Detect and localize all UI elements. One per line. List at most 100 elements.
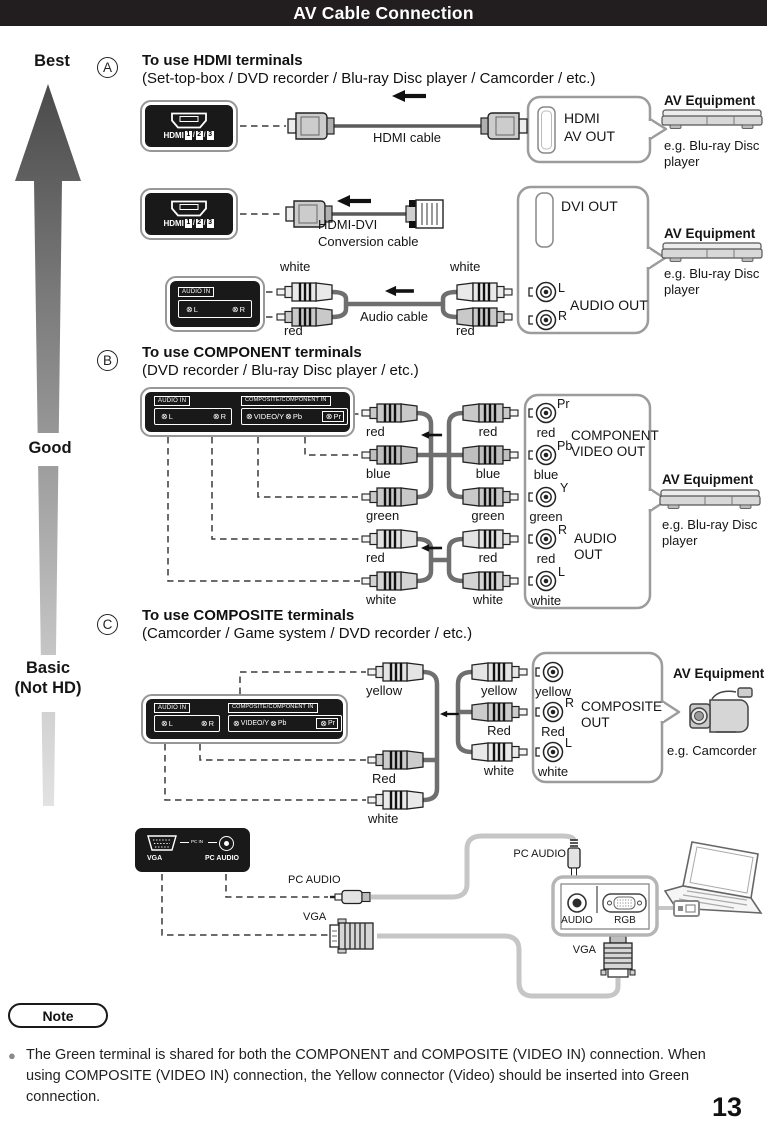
quality-arrow — [0, 84, 105, 806]
pc-audio-plug-label: PC AUDIO — [513, 848, 566, 860]
note-badge: Note — [8, 1003, 108, 1028]
pb-jack-label: Pb — [292, 412, 303, 421]
dvi-plug — [405, 199, 444, 229]
av-equipment-title: AV Equipment — [664, 93, 756, 108]
jack-color-label: Red — [541, 724, 565, 739]
circle-x-icon: ⊗ — [161, 412, 168, 421]
device-boxes — [516, 95, 681, 784]
pc-audio-cable-label: PC AUDIO — [288, 874, 341, 886]
circle-x-icon: ⊗ — [161, 719, 168, 728]
jack-letter-r: R — [558, 309, 568, 323]
jack-color-label: red — [536, 425, 556, 440]
pb-jack-label: Pb — [277, 720, 287, 727]
equipment-example: e.g. Blu-ray Disc — [664, 138, 760, 153]
section-c-letter: C — [97, 614, 118, 635]
quality-basic-label: Basic — [25, 659, 71, 677]
cable-color-label: red — [284, 323, 303, 338]
cable-color-label: white — [472, 592, 504, 607]
circle-x-icon: ⊗ — [320, 719, 327, 728]
jack-letter: Y — [560, 481, 569, 495]
cable-color-label: red — [478, 550, 498, 565]
tv-component-panel: AUDIO IN ⊗L ⊗R COMPOSITE/COMPONENT IN ⊗V… — [140, 387, 355, 437]
section-a-subheading: (Set-top-box / DVD recorder / Blu-ray Di… — [142, 70, 596, 87]
audio-in-l-jack: ⊗L — [161, 719, 173, 728]
composite-component-in-title: COMPOSITE/COMPONENT IN — [228, 703, 318, 713]
circle-x-icon: ⊗ — [246, 412, 253, 421]
hdmi-av-out-line2: AV OUT — [564, 128, 616, 144]
component-video-out-line2: VIDEO OUT — [571, 444, 646, 459]
cable-color-label: white — [280, 259, 311, 274]
audio-in-r-jack: ⊗R — [212, 412, 226, 421]
audio-out-line1: AUDIO — [574, 531, 617, 546]
cable-color-label: yellow — [366, 683, 403, 698]
cable-color-label: Red — [372, 771, 396, 786]
section-b-letter: B — [97, 350, 118, 371]
quality-basic-nothd-label: (Not HD) — [14, 679, 82, 697]
circle-x-icon: ⊗ — [186, 304, 193, 314]
jack-color-label: white — [537, 764, 569, 779]
equipment-example: player — [662, 533, 698, 548]
audio-in-r-jack: ⊗R — [200, 719, 214, 728]
section-b-heading: To use COMPONENT terminals — [142, 344, 362, 361]
vga-cable-label: VGA — [303, 911, 327, 923]
jack-color-label: yellow — [534, 684, 572, 699]
composite-component-in-title: COMPOSITE/COMPONENT IN — [241, 396, 331, 406]
audio-port-label: AUDIO — [561, 915, 593, 926]
circle-x-icon: ⊗ — [285, 412, 292, 421]
dvi-out-label: DVI OUT — [561, 198, 618, 214]
jack-color-label: blue — [533, 467, 559, 482]
hdmi-port-icon — [171, 200, 207, 217]
audio-in-l-jack: ⊗L — [186, 304, 198, 314]
video-y-jack-label: VIDEO/Y — [253, 412, 285, 421]
pc-audio-jack-icon — [219, 836, 234, 851]
jack-letter: Pr — [557, 397, 570, 411]
audio-rgb-box — [551, 875, 659, 937]
audio-out-line2: OUT — [574, 547, 603, 562]
cable-color-label: red — [366, 550, 385, 565]
hdmi-av-out-line1: HDMI — [564, 110, 600, 126]
jack-letter: L — [565, 736, 572, 750]
video-y-jack-label: VIDEO/Y — [240, 720, 270, 727]
pc-audio-plug-vertical — [567, 839, 581, 877]
equipment-example: e.g. Camcorder — [667, 743, 757, 758]
page-number: 13 — [712, 1092, 743, 1122]
audio-in-r-jack: ⊗R — [231, 304, 245, 314]
jack-color-label: red — [536, 551, 556, 566]
equipment-example: e.g. Blu-ray Disc — [662, 517, 758, 532]
composite-cables — [422, 669, 473, 803]
laptop-graphic — [664, 841, 762, 917]
audio-cable — [331, 289, 458, 320]
circle-x-icon: ⊗ — [200, 719, 208, 728]
quality-best-label: Best — [34, 52, 70, 70]
pc-audio-plug — [330, 889, 371, 905]
quality-good-label: Good — [28, 439, 72, 457]
circle-x-icon: ⊗ — [231, 304, 239, 314]
audio-in-title: AUDIO IN — [178, 287, 215, 297]
cable-color-label: white — [450, 259, 481, 274]
divider — [180, 842, 189, 843]
cable-color-label: blue — [475, 466, 501, 481]
circle-x-icon: ⊗ — [325, 412, 333, 421]
component-video-out-line1: COMPONENT — [571, 428, 659, 443]
hdmi-dvi-cable-line1: HDMI-DVI — [318, 217, 378, 232]
page-title-bar: AV Cable Connection — [0, 0, 767, 26]
composite-out-line2: OUT — [581, 715, 610, 730]
tv-composite-panel: AUDIO IN ⊗L ⊗R COMPOSITE/COMPONENT IN ⊗V… — [141, 694, 348, 744]
av-equipment-title: AV Equipment — [664, 226, 756, 241]
divider — [208, 842, 217, 843]
jack-color-label: white — [530, 593, 562, 608]
vga-port-icon — [147, 835, 177, 851]
section-a-letter: A — [97, 57, 118, 78]
note-text: The Green terminal is shared for both th… — [26, 1047, 706, 1105]
bullet-icon: ● — [8, 1048, 16, 1063]
audio-cable-label: Audio cable — [360, 309, 428, 324]
hdmi-cable-label: HDMI cable — [373, 130, 441, 145]
jack-color-label: green — [529, 509, 563, 524]
pc-cables — [371, 833, 676, 999]
circle-x-icon: ⊗ — [233, 719, 240, 728]
